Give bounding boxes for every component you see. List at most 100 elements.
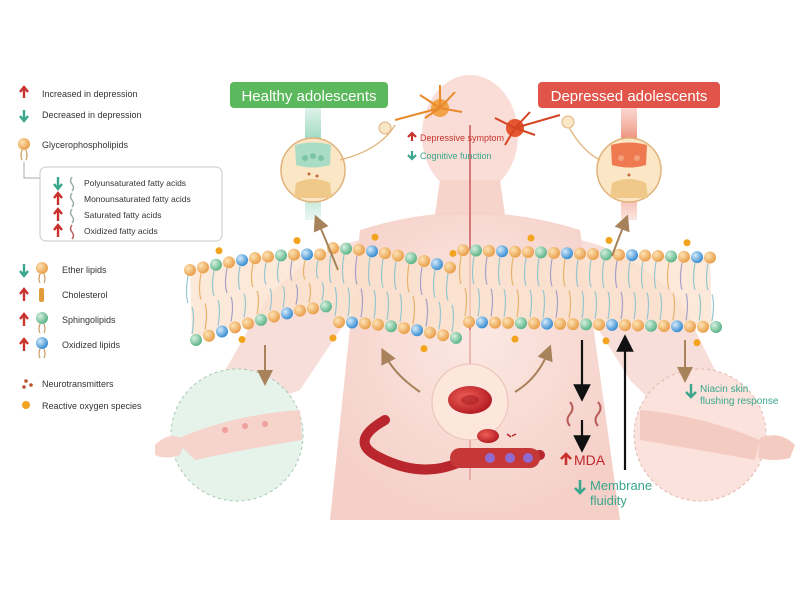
lipid-head-top	[652, 249, 664, 262]
fatty-acid-tail-icon	[69, 224, 75, 240]
ros-dot	[238, 336, 246, 344]
lipid-tail	[646, 292, 650, 320]
lipid-head-top	[496, 245, 508, 258]
neuron-connections	[339, 115, 601, 161]
lipid-head-top	[535, 246, 547, 259]
lipid-head-top	[197, 261, 209, 274]
legend-increased-label: Increased in depression	[42, 89, 138, 99]
lipid-tail	[490, 288, 494, 317]
lipid-tail	[679, 262, 683, 290]
lipid-tail	[406, 264, 410, 293]
lipid-head-top	[691, 251, 703, 264]
lipid-head-bottom	[307, 302, 319, 315]
lipid-head-top	[418, 255, 430, 268]
lipid-head-bottom	[671, 320, 683, 333]
lipid-tail	[399, 293, 403, 323]
red-blood-cell-zoom	[431, 363, 509, 441]
ros-dot	[371, 233, 379, 241]
lipid-tail	[224, 268, 228, 294]
down-arrow-icon	[685, 384, 697, 399]
lipid-head-top	[366, 245, 378, 258]
lipid-head-bottom	[476, 316, 488, 329]
lipid-head-bottom	[294, 304, 306, 317]
lipid-head-top	[353, 243, 365, 256]
down-arrow-icon	[407, 151, 417, 161]
lipid-head-bottom	[619, 319, 631, 332]
lipid-bilayer-membrane	[184, 233, 722, 353]
lipid-tail	[438, 301, 442, 330]
up-arrow-icon	[407, 131, 417, 141]
ros-dot	[527, 234, 535, 242]
lipid-tail	[542, 289, 546, 318]
lipid-tail	[282, 286, 286, 308]
lipid-head-bottom	[554, 317, 566, 330]
lipid-tail	[653, 261, 657, 290]
lipid-head-top	[574, 247, 586, 260]
ros-dot	[605, 236, 613, 244]
ros-dot	[449, 249, 457, 257]
mda-label: MDA	[574, 452, 606, 468]
fatty-acid-label: Monounsaturated fatty acids	[84, 194, 191, 204]
lipid-tail	[627, 261, 631, 289]
lipid-head-bottom	[424, 326, 436, 339]
lipid-tail	[601, 260, 605, 288]
lipid-tail	[529, 289, 533, 318]
lipid-tail	[315, 260, 319, 279]
healthy-banner: Healthy adolescents	[230, 82, 388, 108]
legend-glycerophospholipids-label: Glycerophospholipids	[42, 140, 129, 150]
blood-vessel	[359, 415, 545, 475]
lipid-head-top	[275, 249, 287, 262]
lipid-head-bottom	[190, 334, 202, 346]
lipid-head-top	[587, 247, 599, 260]
lipid-head-bottom	[515, 317, 527, 330]
ros-dot	[420, 345, 428, 353]
lipid-head-top	[483, 244, 495, 257]
legend-decreased: Decreased in depression	[19, 110, 142, 123]
lipid-tail	[672, 293, 676, 321]
down-arrow-icon	[574, 480, 586, 495]
membrane-fluidity-outcome: Membrane fluidity	[574, 478, 652, 508]
lipid-tail	[217, 299, 221, 326]
lipid-head-top	[457, 244, 469, 257]
lipid-tail	[620, 291, 624, 320]
lipid-tail	[614, 260, 618, 289]
lipid-head-bottom	[411, 324, 423, 337]
up-arrow-icon	[53, 191, 63, 205]
neurotransmitter-icon	[24, 379, 28, 383]
cholesterol-icon	[39, 288, 44, 302]
lipid-head-top	[288, 248, 300, 261]
lipid-head-bottom	[450, 331, 462, 344]
fatty-acid-label: Oxidized fatty acids	[84, 226, 158, 236]
lipid-head-top	[431, 258, 443, 271]
lipid-tail	[185, 275, 189, 304]
lipid-tail	[269, 288, 273, 311]
lipid-head-bottom	[606, 318, 618, 331]
lipid-tail	[347, 287, 351, 317]
lipid-head-top	[704, 251, 716, 264]
cognitive-function-label: Cognitive function	[420, 151, 492, 161]
lipid-head-top	[639, 249, 651, 262]
membrane-fluidity-label-1: Membrane	[590, 478, 652, 493]
lipid-head-bottom	[281, 307, 293, 320]
oxidized-lipid-icon	[36, 337, 48, 349]
lipid-tail	[607, 291, 611, 320]
lipid-head-top	[548, 246, 560, 259]
lipid-tail	[243, 293, 247, 318]
fatty-acid-box	[39, 166, 223, 242]
lipid-label: Oxidized lipids	[62, 340, 121, 350]
lipid-tail	[555, 290, 559, 318]
lipid-head-bottom	[684, 320, 696, 333]
lipid-head-bottom	[398, 322, 410, 335]
lipid-head-bottom	[242, 317, 254, 330]
lipid-tail	[204, 303, 208, 330]
legend-neurotransmitters: Neurotransmitters	[22, 379, 114, 389]
lipid-tail	[568, 290, 572, 319]
lipid-tail	[588, 259, 592, 288]
lipid-label: Sphingolipids	[62, 315, 116, 325]
healthy-synapse	[280, 137, 346, 203]
lipid-tail	[360, 288, 364, 318]
lipid-tail	[536, 258, 540, 287]
down-arrow-icon	[53, 177, 63, 191]
lipid-head-bottom	[203, 329, 215, 342]
